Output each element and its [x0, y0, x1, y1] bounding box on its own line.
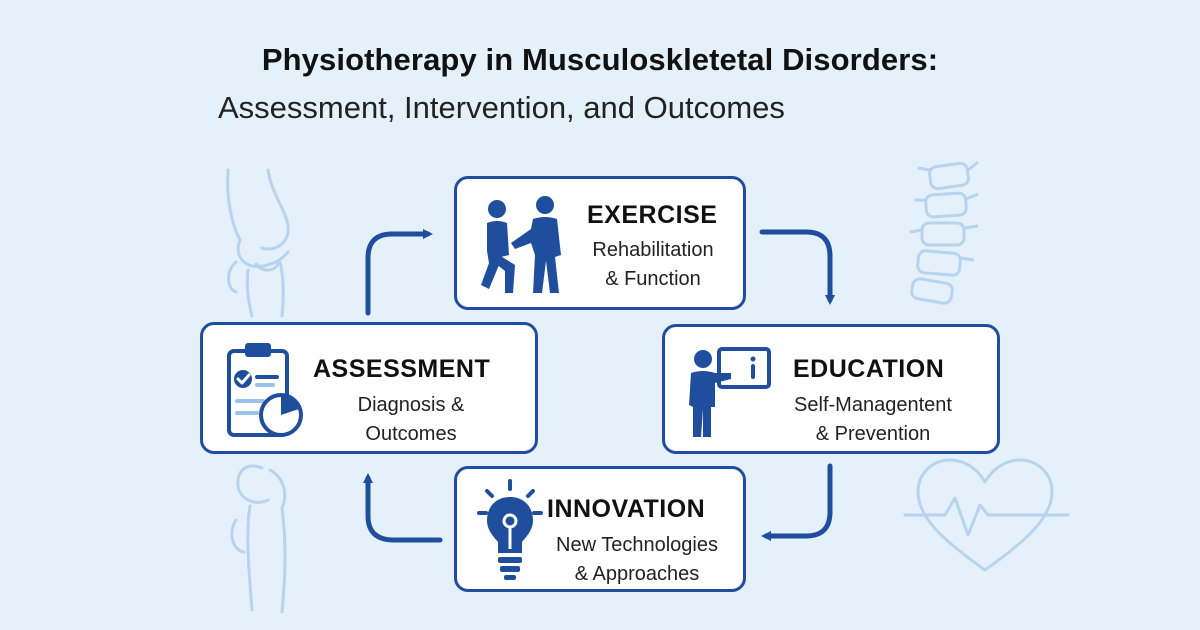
assessment-description: Diagnosis & Outcomes	[321, 391, 501, 449]
innovation-line1: New Technologies	[556, 534, 718, 556]
page-subtitle: Assessment, Intervention, and Outcomes	[218, 90, 785, 125]
education-heading: EDUCATION	[793, 355, 945, 383]
education-description: Self-Managentent & Prevention	[773, 391, 973, 449]
therapist-patient-icon	[481, 196, 561, 293]
education-card: EDUCATION Self-Managentent & Prevention	[662, 324, 1000, 454]
exercise-card: EXERCISE Rehabilitation & Function	[454, 176, 746, 310]
assessment-line1: Diagnosis &	[357, 394, 465, 416]
spine-icon	[909, 160, 979, 305]
education-line2: & Prevention	[815, 423, 931, 445]
innovation-line2: & Approaches	[574, 563, 700, 585]
exercise-heading: EXERCISE	[587, 201, 718, 229]
arrow-education-to-innovation	[761, 463, 833, 541]
exercise-description: Rehabilitation & Function	[575, 236, 731, 294]
exercise-line1: Rehabilitation	[592, 239, 714, 261]
knee-joint-icon	[226, 168, 290, 318]
cycle-arrows	[363, 229, 835, 543]
teacher-board-icon	[689, 347, 771, 437]
assessment-card: ASSESSMENT Diagnosis & Outcomes	[200, 322, 538, 454]
heart-pulse-icon	[903, 458, 1070, 572]
education-line1: Self-Managentent	[794, 394, 952, 416]
assessment-heading: ASSESSMENT	[313, 355, 491, 383]
arrow-exercise-to-education	[759, 229, 835, 305]
hip-joint-icon	[230, 464, 287, 614]
innovation-description: New Technologies & Approaches	[539, 531, 735, 589]
innovation-card: INNOVATION New Technologies & Approaches	[454, 466, 746, 592]
lightbulb-icon	[477, 479, 543, 580]
page-title: Physiotherapy in Musculoskletetal Disord…	[261, 42, 939, 77]
assessment-line2: Outcomes	[365, 423, 457, 445]
arrow-innovation-to-assessment	[363, 473, 443, 543]
arrow-assessment-to-exercise	[365, 229, 433, 316]
innovation-heading: INNOVATION	[547, 495, 706, 523]
clipboard-chart-icon	[227, 343, 303, 437]
exercise-line2: & Function	[605, 268, 701, 290]
